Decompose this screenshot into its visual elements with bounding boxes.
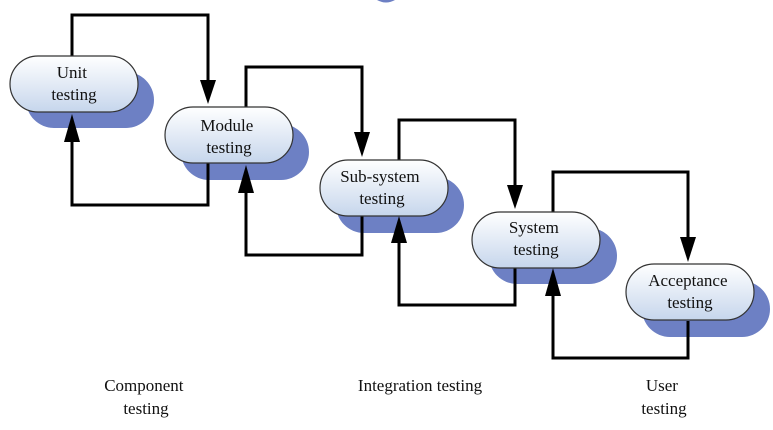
module-to-subsystem-arrow (244, 65, 364, 147)
unit-to-module-arrow (70, 13, 210, 95)
system-testing-box (471, 211, 601, 269)
arrowhead-into-system (507, 185, 523, 209)
arrowhead-into-subsystem (354, 132, 370, 157)
top-edge-fragment (377, 0, 395, 3)
subsystem-to-system-arrow (397, 118, 517, 200)
acceptance-to-system-arrow (551, 283, 690, 360)
module-testing-label: Module testing (200, 116, 257, 157)
acceptance-testing-box (625, 263, 755, 321)
user-testing-label: User testing (641, 376, 687, 418)
arrowhead-into-module-bottom (238, 165, 254, 193)
module-to-unit-arrow (70, 130, 210, 207)
acceptance-testing-label: Acceptance testing (648, 271, 732, 312)
subsystem-to-module-arrow (244, 180, 364, 257)
module-testing-box (164, 106, 294, 164)
system-to-acceptance-arrow (551, 170, 690, 252)
subsystem-testing-box (319, 159, 449, 217)
component-testing-label: Component testing (104, 376, 188, 418)
arrowhead-into-unit (64, 114, 80, 142)
integration-testing-label: Integration testing (358, 376, 483, 395)
arrowhead-into-system-bottom (545, 268, 561, 296)
unit-testing-label: Unit testing (51, 63, 97, 104)
system-testing-label: System testing (509, 218, 563, 259)
subsystem-testing-label: Sub-system testing (340, 167, 424, 208)
arrowhead-into-module (200, 80, 216, 104)
arrowhead-into-acceptance (680, 237, 696, 262)
arrowhead-into-subsystem-bottom (391, 216, 407, 243)
unit-testing-box (9, 55, 139, 113)
system-to-subsystem-arrow (397, 230, 517, 307)
